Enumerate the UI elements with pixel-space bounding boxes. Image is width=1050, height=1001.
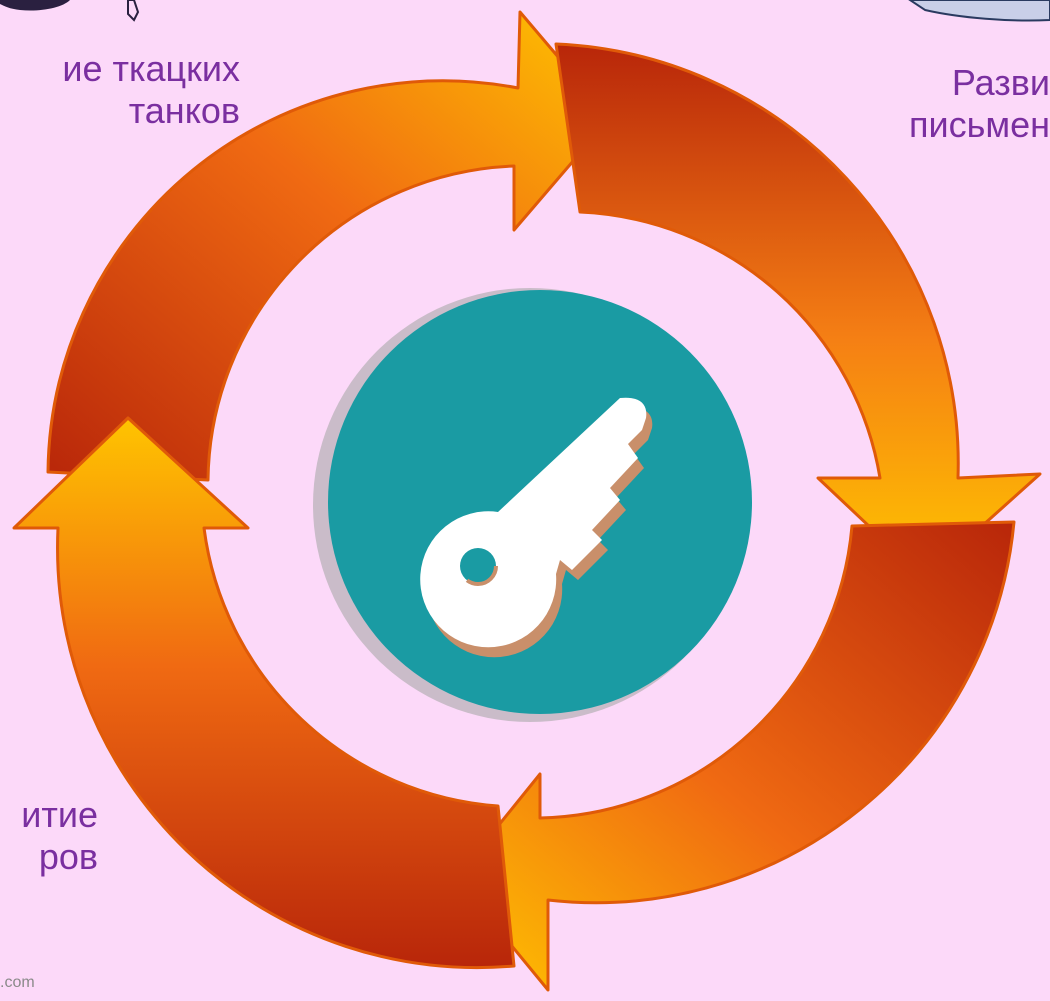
label-bottom-left-line-2: ров bbox=[38, 836, 98, 877]
label-bottom-left: итие ров bbox=[0, 794, 98, 878]
cycle-arrow-lower-left bbox=[12, 416, 516, 970]
label-top-right-line-2: письмен bbox=[908, 104, 1050, 145]
label-top-right-line-1: Разви bbox=[951, 62, 1050, 103]
engraving-fragment-pin bbox=[127, 0, 140, 22]
cycle-arrow-upper-right bbox=[554, 42, 1042, 580]
key-icon bbox=[420, 397, 653, 658]
engraving-fragment-right bbox=[908, 0, 1050, 22]
cycle-arrow-upper-left bbox=[46, 10, 612, 482]
cycle-arrow-lower-right bbox=[454, 520, 1016, 992]
footer-watermark: .com bbox=[0, 974, 35, 991]
label-bottom-left-line-1: итие bbox=[21, 794, 98, 835]
label-top-right: Разви письмен bbox=[870, 62, 1050, 146]
key-hole bbox=[460, 548, 496, 584]
label-top-left-line-1: ие ткацких bbox=[62, 48, 240, 89]
label-top-left: ие ткацких танков bbox=[0, 48, 240, 132]
label-top-left-line-2: танков bbox=[128, 90, 240, 131]
engraving-fragment-left bbox=[0, 0, 70, 11]
